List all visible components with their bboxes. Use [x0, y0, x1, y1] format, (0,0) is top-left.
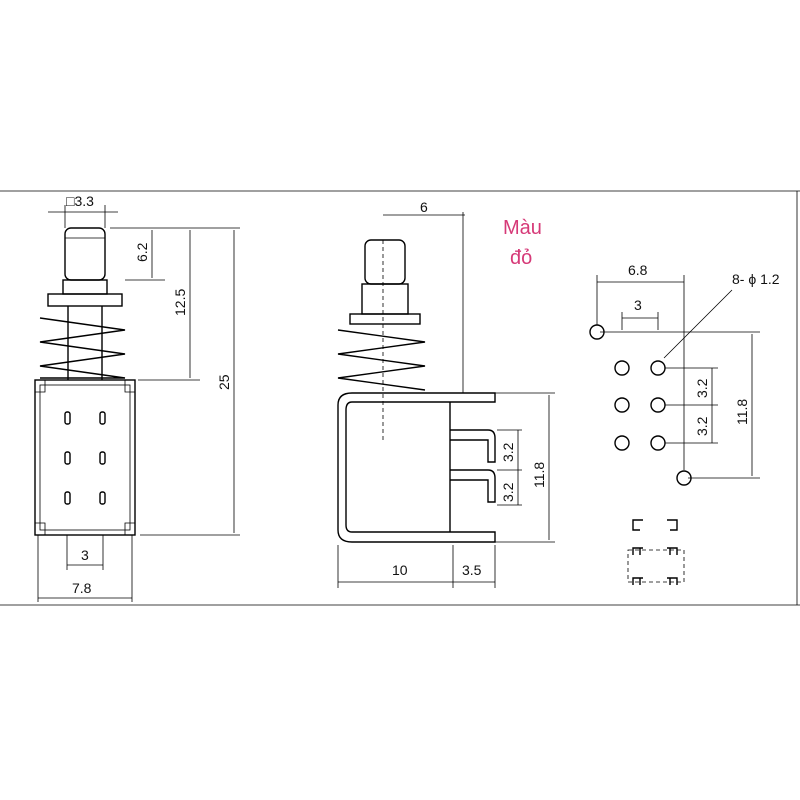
front-terminals	[64, 411, 106, 505]
side-view: 6 11.8 3.2 3.2 10 3.5	[337, 199, 555, 588]
front-collar	[47, 293, 123, 307]
dim-fp-3: 3	[634, 297, 642, 313]
dim-side-6: 6	[420, 199, 428, 215]
dim-side-11-8: 11.8	[531, 462, 547, 488]
dim-side-3-5: 3.5	[462, 562, 482, 578]
dim-fp-pitch-2: 3.2	[694, 416, 710, 436]
dim-6-2: 6.2	[134, 242, 150, 262]
dim-25: 25	[216, 374, 232, 390]
dim-fp-6-8: 6.8	[628, 262, 648, 278]
dim-fp-11-8: 11.8	[734, 399, 750, 425]
switch-outline-symbol	[627, 519, 685, 585]
color-note: Màu đỏ	[503, 217, 542, 269]
color-note-line2: đỏ	[510, 247, 532, 269]
side-button-cap	[364, 239, 406, 285]
front-body	[34, 379, 136, 536]
dim-side-10: 10	[392, 562, 408, 578]
dim-fp-holes: 8- ϕ 1.2	[732, 271, 780, 287]
side-pin-1	[450, 429, 496, 463]
dim-side-pitch-2: 3.2	[500, 482, 516, 502]
side-frame	[337, 392, 496, 543]
dim-12-5: 12.5	[172, 289, 188, 316]
front-spring	[39, 317, 126, 379]
pcb-footprint: 6.8 3 8- ϕ 1.2 11.8 3.2 3.2	[589, 262, 780, 486]
dim-side-pitch-1: 3.2	[500, 442, 516, 462]
side-spring	[337, 329, 426, 391]
front-view: □3.3 6.2 12.5 25 3 7.8	[34, 193, 240, 602]
dim-width-7-8: 7.8	[72, 580, 92, 596]
side-pin-2	[450, 469, 496, 503]
dim-cap-size: □3.3	[66, 193, 94, 209]
dim-fp-pitch-1: 3.2	[694, 378, 710, 398]
color-note-line1: Màu	[503, 217, 542, 239]
dim-pin-pitch: 3	[81, 547, 89, 563]
front-button-cap	[64, 227, 106, 281]
